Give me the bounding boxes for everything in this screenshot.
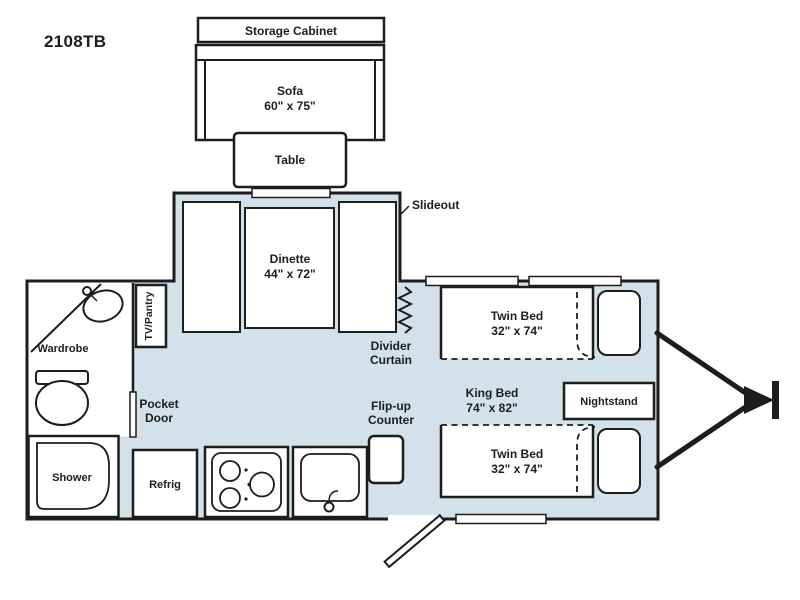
dinette-bench-right <box>338 201 397 333</box>
shower-pan <box>36 442 110 510</box>
king-bed-label: King Bed <box>466 386 519 400</box>
shower-group: Shower <box>27 434 120 519</box>
twin-bed-bottom-border <box>439 425 595 499</box>
dinette-bench-left <box>182 201 241 333</box>
sofa-size-label: 60" x 75" <box>264 99 315 113</box>
shower-label: Shower <box>52 472 92 484</box>
toilet-bowl <box>35 380 89 426</box>
refrig-label: Refrig <box>149 479 181 491</box>
igniter-dot <box>247 482 251 487</box>
stove-cooktop <box>211 452 282 512</box>
model-number: 2108TB <box>44 32 106 51</box>
table <box>232 131 348 189</box>
kitchen-faucet-icon <box>323 501 335 513</box>
stove-group <box>203 445 290 519</box>
window <box>251 187 331 199</box>
twin-bed-bottom-label: Twin Bed <box>491 447 543 461</box>
hitch-jack <box>772 381 779 419</box>
tongue-frame-upper <box>654 330 753 399</box>
nightstand <box>562 381 656 421</box>
bath-faucet-icon <box>82 286 92 296</box>
bedroom-group: Twin Bed 32" x 74" Twin Bed 32" x 74" Ni… <box>439 285 656 499</box>
dinette-label: Dinette <box>270 252 311 266</box>
storage-cabinet-label: Storage Cabinet <box>245 24 337 38</box>
twin-bed-bottom <box>441 425 593 497</box>
tv-pantry-label: TV/Pantry <box>143 291 155 340</box>
refrigerator <box>131 448 199 519</box>
divider-curtain-label-1: Divider <box>371 339 412 353</box>
trailer-tongue-group <box>654 330 779 470</box>
twin-bed-top-border <box>439 285 595 359</box>
king-bed-size-label: 74" x 82" <box>466 401 517 415</box>
kitchen-sink-group <box>291 445 369 519</box>
nightstand-label: Nightstand <box>580 396 637 408</box>
window <box>455 513 547 525</box>
dinette-table <box>244 207 335 329</box>
twin-bed-top <box>441 287 593 359</box>
divider-curtain-symbol <box>396 286 414 334</box>
sofa-option-group: Storage Cabinet Sofa 60" x 75" Table <box>194 16 386 189</box>
pocket-door-label-1: Pocket <box>139 397 178 411</box>
twin-bed-top-size-label: 32" x 74" <box>491 324 542 338</box>
pocket-door <box>129 391 137 438</box>
divider-curtain-label-2: Curtain <box>370 353 412 367</box>
entry-door <box>383 513 446 569</box>
window <box>528 275 622 287</box>
sofa-label: Sofa <box>277 84 303 98</box>
kitchen-sink-basin <box>300 453 360 502</box>
burner-icon <box>219 487 241 509</box>
dinette-size-label: 44" x 72" <box>264 267 315 281</box>
storage-cabinet <box>196 16 386 44</box>
window <box>425 275 519 287</box>
wardrobe-label: Wardrobe <box>38 343 89 355</box>
dinette-group: Dinette 44" x 72" <box>182 201 397 333</box>
hitch-coupler <box>744 386 774 414</box>
tv-pantry-cabinet <box>134 283 168 349</box>
slideout-label: Slideout <box>412 198 459 212</box>
flip-up-counter-label-2: Counter <box>368 413 414 427</box>
kitchen-faucet-spout <box>328 490 339 503</box>
bath-faucet-spout <box>89 293 98 302</box>
igniter-dot <box>244 497 248 501</box>
tongue-frame-lower <box>654 401 753 470</box>
flip-up-counter <box>367 434 405 485</box>
table-label: Table <box>275 153 306 167</box>
burner-icon <box>219 460 241 482</box>
pillow-bottom <box>597 428 641 494</box>
twin-bed-top-label: Twin Bed <box>491 309 543 323</box>
pillow-top <box>597 290 641 356</box>
igniter-dot <box>244 468 248 472</box>
twin-bed-bottom-size-label: 32" x 74" <box>491 462 542 476</box>
stove-counter <box>203 445 290 519</box>
bathroom-group: Wardrobe Pocket Door <box>28 282 179 438</box>
pocket-door-label-2: Door <box>145 411 173 425</box>
flip-up-counter-label-1: Flip-up <box>371 399 411 413</box>
slideout-leader-line <box>398 205 410 217</box>
door-opening <box>388 515 440 523</box>
